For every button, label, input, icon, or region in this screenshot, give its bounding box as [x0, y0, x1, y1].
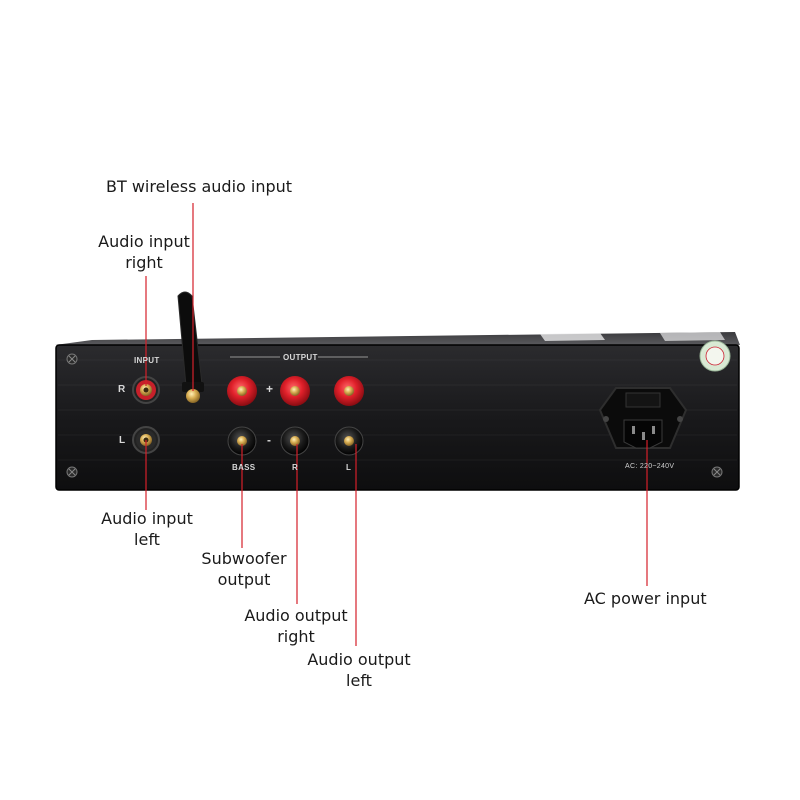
callout-line-2: right	[125, 253, 163, 272]
iec-power-socket	[598, 387, 688, 449]
binding-post-black-right	[280, 426, 310, 456]
binding-post-black-left	[334, 426, 364, 456]
callout-audio-in-left: Audio input left	[99, 508, 195, 550]
panel-label-out-l: L	[346, 463, 352, 472]
callout-bt-input: BT wireless audio input	[106, 176, 292, 197]
callout-ac-power: AC power input	[584, 588, 707, 609]
callout-line-1: Audio output	[244, 606, 348, 625]
callout-bt-input-text: BT wireless audio input	[106, 177, 293, 196]
certification-sticker-icon	[699, 340, 731, 372]
rca-input-right-jack	[132, 376, 160, 404]
panel-label-minus: -	[267, 433, 272, 447]
callout-line-2: right	[277, 627, 315, 646]
callout-line-1: Subwoofer	[201, 549, 287, 568]
chassis-rear-face	[56, 345, 739, 490]
panel-label-bass: BASS	[232, 463, 256, 472]
panel-label-channel-l: L	[119, 435, 126, 446]
panel-label-channel-r: R	[118, 384, 126, 395]
panel-label-plus: +	[266, 382, 274, 396]
panel-label-ac: AC: 220~240V	[625, 463, 675, 470]
binding-post-red-left	[334, 376, 364, 406]
callout-line-1: Audio output	[307, 650, 411, 669]
callout-line-1: Audio input	[98, 232, 190, 251]
callout-audio-in-right: Audio input right	[96, 231, 192, 273]
panel-label-input: INPUT	[134, 356, 160, 365]
callout-line-2: output	[217, 570, 271, 589]
binding-post-red-right	[280, 376, 310, 406]
callout-audio-out-left: Audio output left	[303, 649, 415, 691]
callout-audio-out-right: Audio output right	[240, 605, 352, 647]
panel-label-out-r: R	[292, 463, 299, 472]
callout-line-2: left	[134, 530, 160, 549]
binding-post-red-bass	[227, 376, 257, 406]
callout-ac-power-text: AC power input	[584, 589, 707, 608]
callout-subwoofer: Subwoofer output	[196, 548, 292, 590]
callout-line-2: left	[346, 671, 372, 690]
callout-lines	[145, 203, 648, 646]
callout-line-1: Audio input	[101, 509, 193, 528]
panel-label-output: OUTPUT	[283, 353, 318, 362]
chassis-top	[55, 332, 740, 345]
